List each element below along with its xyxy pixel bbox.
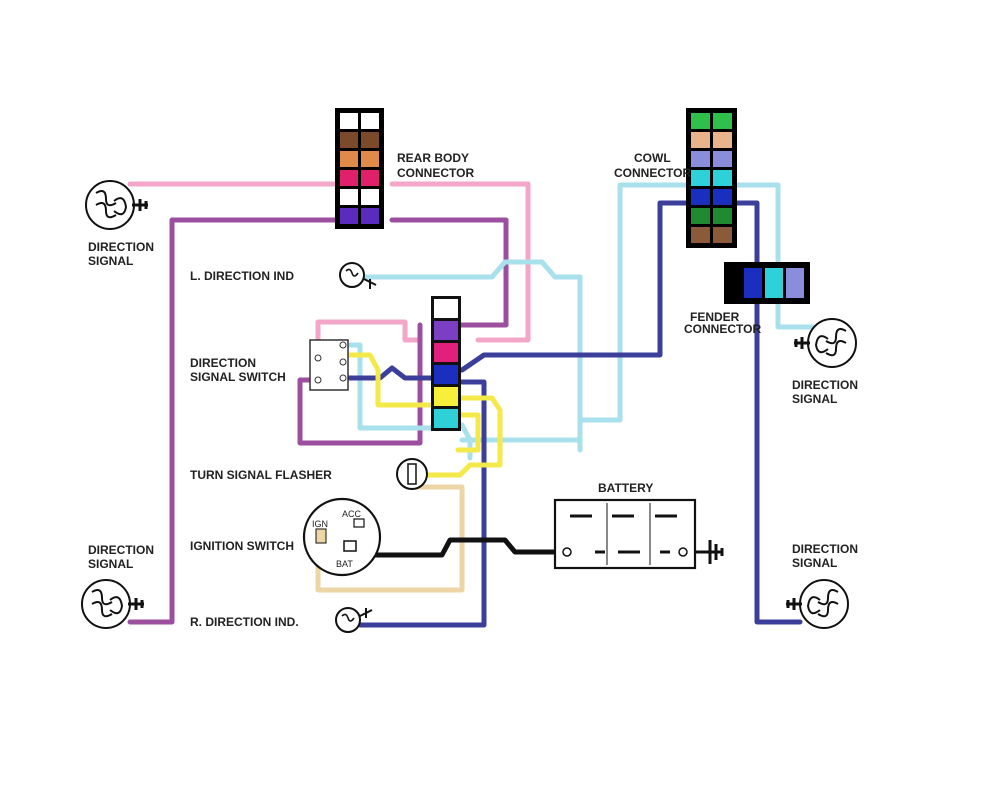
svg-text:CONNECTOR: CONNECTOR (684, 322, 761, 336)
switch-connector-pin (434, 321, 458, 340)
rear-body-connector-pin (340, 170, 358, 186)
svg-text:DIRECTION: DIRECTION (792, 378, 858, 392)
rear-body-connector-pin (361, 151, 379, 167)
ignition-switch-body: ACC IGN BAT (302, 497, 382, 577)
direction-signal-lamp-top-left (85, 180, 148, 230)
cowl-connector-pin (713, 132, 732, 148)
cowl-connector-pin (691, 227, 710, 243)
r-direction-ind-bulb (335, 607, 373, 633)
switch-connector-housing (431, 296, 461, 431)
rear-body-connector-label: REAR BODY CONNECTOR (397, 151, 474, 180)
svg-text:COWL: COWL (634, 151, 671, 165)
rear-body-connector-pin (361, 189, 379, 205)
fender-connector-pin (765, 268, 783, 298)
cowl-connector-pin (713, 208, 732, 224)
cowl-connector-pin (713, 189, 732, 205)
switch-connector-pin (434, 365, 458, 384)
cowl-connector-pin (691, 151, 710, 167)
rear-body-connector-pin (361, 208, 379, 224)
r-direction-ind-label: R. DIRECTION IND. (190, 615, 299, 629)
svg-text:CONNECTOR: CONNECTOR (397, 166, 474, 180)
rear-body-connector-pin (361, 170, 379, 186)
wire-light-blue (342, 182, 823, 461)
svg-text:CONNECTOR: CONNECTOR (614, 166, 691, 180)
svg-text:DIRECTION: DIRECTION (792, 542, 858, 556)
wire-black (347, 537, 568, 558)
direction-signal-switch-body (309, 339, 349, 391)
rear-body-connector (335, 108, 384, 229)
ign-bat-label: BAT (336, 559, 353, 569)
svg-text:SIGNAL: SIGNAL (88, 557, 133, 571)
fender-connector-pin (786, 268, 804, 298)
svg-text:FENDER: FENDER (690, 310, 740, 324)
ign-acc-label: ACC (342, 509, 362, 519)
cowl-connector-pin (691, 208, 710, 224)
svg-text:SIGNAL: SIGNAL (792, 392, 837, 406)
turn-signal-flasher-body (396, 458, 428, 490)
rear-body-connector-pin (361, 113, 379, 129)
direction-signal-label-top-left: DIRECTION SIGNAL (88, 240, 154, 268)
switch-connector-pin (434, 299, 458, 318)
rear-body-connector-pin (340, 151, 358, 167)
fender-connector-pin (744, 268, 762, 298)
direction-signal-lamp-bottom-right (786, 579, 849, 629)
rear-body-connector-pin (340, 208, 358, 224)
battery-body (553, 498, 724, 570)
l-direction-ind-label: L. DIRECTION IND (190, 269, 294, 283)
cowl-connector-pin (713, 170, 732, 186)
rear-body-connector-pin (340, 189, 358, 205)
svg-text:SIGNAL: SIGNAL (792, 556, 837, 570)
ignition-switch-label: IGNITION SWITCH (190, 539, 294, 553)
rear-body-connector-pin (361, 132, 379, 148)
cowl-connector-pin (691, 170, 710, 186)
switch-connector-pin (434, 387, 458, 406)
rear-body-connector-pin (340, 113, 358, 129)
battery-label: BATTERY (598, 481, 653, 495)
rear-body-connector-pin (340, 132, 358, 148)
svg-text:DIRECTION: DIRECTION (88, 240, 154, 254)
svg-text:DIRECTION: DIRECTION (88, 543, 154, 557)
svg-text:DIRECTION: DIRECTION (190, 356, 256, 370)
fender-connector-label: FENDER CONNECTOR (684, 310, 761, 336)
wire-tan (315, 484, 465, 593)
direction-signal-label-right-middle: DIRECTION SIGNAL (792, 378, 858, 406)
cowl-connector-pin (713, 227, 732, 243)
direction-signal-lamp-bottom-left (81, 579, 144, 629)
switch-connector-pin (434, 343, 458, 362)
svg-text:SIGNAL: SIGNAL (88, 254, 133, 268)
switch-connector-pin (434, 409, 458, 428)
l-direction-ind-bulb (339, 262, 377, 289)
direction-signal-label-bottom-left: DIRECTION SIGNAL (88, 543, 154, 571)
wire-yellow (342, 352, 503, 478)
cowl-connector-pin (713, 151, 732, 167)
svg-text:REAR BODY: REAR BODY (397, 151, 469, 165)
cowl-connector-pin (713, 113, 732, 129)
switch-connector-column (431, 296, 461, 431)
cowl-connector-label: COWL CONNECTOR (614, 151, 691, 180)
turn-signal-flasher-label: TURN SIGNAL FLASHER (190, 468, 332, 482)
cowl-connector-pin (691, 113, 710, 129)
svg-text:SIGNAL SWITCH: SIGNAL SWITCH (190, 370, 286, 384)
direction-signal-label-bottom-right: DIRECTION SIGNAL (792, 542, 858, 570)
fender-connector (724, 262, 810, 304)
wire-dark-blue (342, 200, 803, 628)
direction-signal-switch-label: DIRECTION SIGNAL SWITCH (190, 356, 286, 384)
direction-signal-lamp-right-middle (794, 318, 857, 368)
cowl-connector (686, 108, 737, 248)
ign-ign-label: IGN (312, 519, 328, 529)
cowl-connector-pin (691, 189, 710, 205)
cowl-connector-pin (691, 132, 710, 148)
